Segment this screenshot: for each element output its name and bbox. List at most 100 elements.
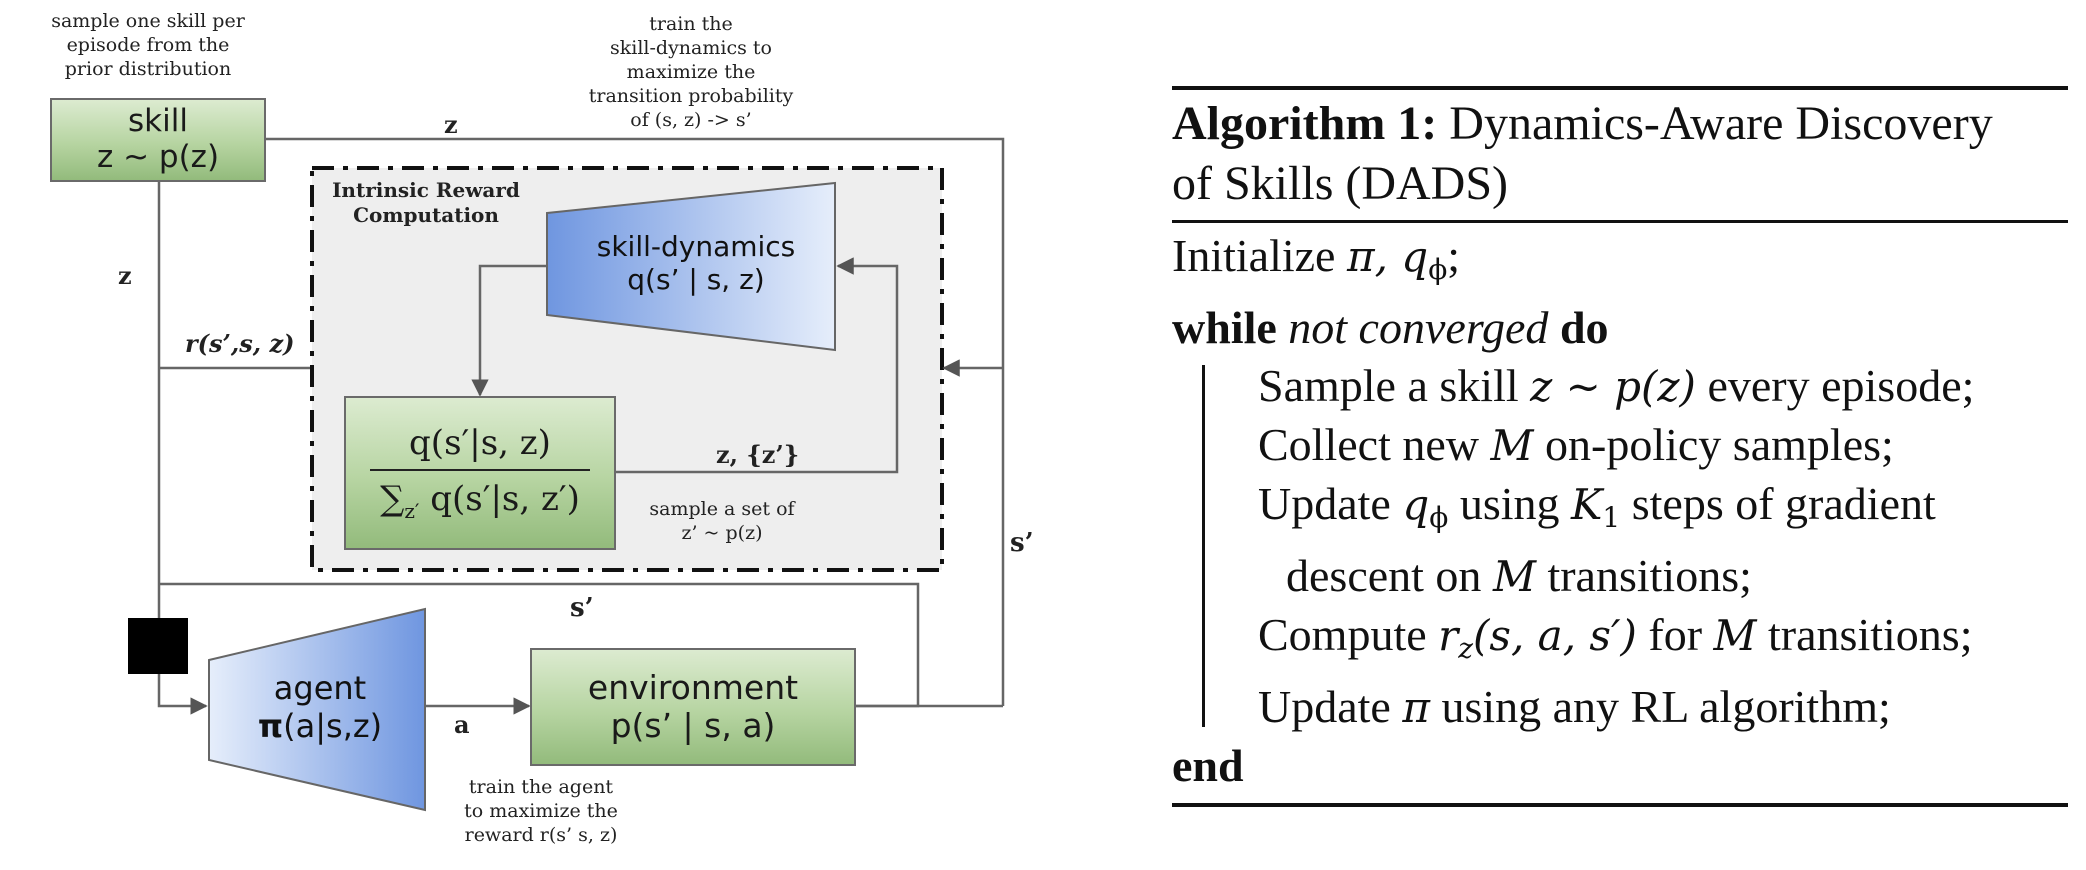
junction-block (128, 618, 188, 674)
step3-text: Update (1258, 478, 1403, 529)
intrinsic-title-html-line1: Intrinsic Reward (332, 178, 520, 202)
step3b-text: descent on (1286, 550, 1493, 601)
step2-text: Collect new (1258, 419, 1491, 470)
algo-line-end: end (1172, 737, 2068, 795)
step3-suffix: steps of gradient (1620, 478, 1936, 529)
algo-step-update-pi: Update π using any RL algorithm; (1258, 678, 2068, 737)
edge-label-s-prime-right: s’ (1010, 528, 1034, 558)
loop-indent-bar (1202, 365, 1205, 727)
algorithm-number: Algorithm 1: (1172, 97, 1438, 150)
annotation-sample-set-line1: sample a set of (649, 498, 795, 520)
skill-box-prior: z ~ p(z) (96, 139, 220, 175)
agent-label: agent π(a|s,z) (230, 669, 410, 746)
init-suffix: ; (1447, 230, 1461, 281)
step5-text: Update (1258, 681, 1403, 732)
edge-label-a: a (454, 710, 470, 739)
step1-math: z ∼ p(z) (1530, 362, 1696, 411)
edge-label-z-set: z, {z’} (716, 440, 799, 469)
algorithm-body: Initialize π, qϕ; while not converged do… (1172, 223, 2068, 795)
step4-suffix: transitions; (1756, 609, 1973, 660)
step2-math: M (1490, 421, 1534, 470)
step1-text: Sample a skill (1258, 360, 1531, 411)
environment-transition: p(s’ | s, a) (610, 706, 776, 745)
sum-subscript: z′ (404, 499, 420, 523)
annotation-train-agent: train the agent to maximize the reward r… (436, 776, 646, 847)
skill-dynamics-formula: q(s’ | s, z) (627, 263, 765, 297)
z-top-line (265, 137, 1005, 706)
algo-step-update-q-cont: descent on M transitions; (1258, 547, 2068, 606)
annotation-train-dynamics-line1: train the (649, 13, 733, 35)
annotation-train-dynamics-line3: maximize the (626, 61, 756, 83)
step4-text: Compute (1258, 609, 1439, 660)
skill-box-title: skill (128, 103, 188, 140)
annotation-train-agent-line1: train the agent (468, 776, 614, 798)
algorithm-bottom-rule (1172, 803, 2068, 807)
skill-dynamics-title: skill-dynamics (596, 230, 796, 263)
while-condition: not converged (1288, 302, 1549, 353)
step1-suffix: every episode; (1695, 360, 1975, 411)
s-prime-mid-line (159, 582, 920, 708)
while-keyword: while (1172, 302, 1277, 353)
policy-pi: π (257, 706, 284, 745)
step4-mid: for (1636, 609, 1714, 660)
step2-suffix: on-policy samples; (1533, 419, 1894, 470)
algorithm-box: Algorithm 1: Dynamics-Aware Discovery of… (1172, 86, 2068, 807)
algorithm-name-part2: of Skills (DADS) (1172, 157, 1509, 210)
reward-fraction-denominator: ∑z′ q(s′|s, z′) (370, 471, 590, 523)
annotation-train-dynamics-line4: transition probability (588, 85, 794, 107)
agent-policy: π(a|s,z) (230, 706, 410, 746)
environment-box: environment p(s’ | s, a) (530, 648, 856, 766)
annotation-train-dynamics-line2: skill-dynamics to (610, 37, 772, 59)
algorithm-top-rule (1172, 86, 2068, 90)
step4-sub: z (1458, 632, 1474, 665)
algorithm-mid-rule (1172, 220, 2068, 223)
reward-fraction-numerator: q(s′|s, z) (409, 423, 551, 463)
annotation-train-agent-line2: to maximize the (464, 799, 618, 822)
step3-sub2: 1 (1602, 501, 1621, 534)
step4-math2: M (1713, 611, 1757, 660)
algo-line-while: while not converged do (1172, 299, 2068, 357)
end-keyword: end (1172, 740, 1244, 791)
edge-label-reward: r(s’,s, z) (185, 329, 294, 358)
dynamics-to-fraction-arrow (471, 264, 546, 397)
reward-fraction: q(s′|s, z) ∑z′ q(s′|s, z′) (370, 423, 590, 523)
step5-math: π (1402, 683, 1430, 732)
init-text: Initialize (1172, 230, 1347, 281)
annotation-sample-skill-line3: prior distribution (64, 57, 232, 80)
step3-mid: using (1448, 478, 1572, 529)
algo-line-initialize: Initialize π, qϕ; (1172, 227, 2068, 299)
intrinsic-reward-title: Intrinsic Reward Computation (326, 178, 526, 228)
environment-title: environment (587, 668, 799, 708)
sum-term: q(s′|s, z′) (419, 479, 580, 519)
intrinsic-title-html-line2: Computation (353, 203, 499, 227)
z-set-arrow (616, 257, 899, 474)
algorithm-name-part1: Dynamics-Aware Discovery (1437, 97, 1993, 150)
policy-args: (a|s,z) (283, 706, 383, 745)
step3-math: q (1402, 480, 1430, 529)
step3-math2: K (1571, 480, 1603, 529)
edge-label-z-top: z (444, 110, 458, 139)
do-keyword: do (1559, 302, 1609, 353)
step5-suffix: using any RL algorithm; (1429, 681, 1891, 732)
algo-step-compute-reward: Compute rz(s, a, s′) for M transitions; (1258, 606, 2068, 678)
init-sub: ϕ (1428, 253, 1448, 286)
step3b-math: M (1492, 552, 1536, 601)
skill-dynamics-trapezoid (546, 181, 836, 352)
step4-args: (s, a, s′) (1473, 611, 1637, 660)
annotation-sample-set-line2: z’ ~ p(z) (681, 521, 763, 544)
annotation-train-dynamics-line5: of (s, z) -> s’ (630, 109, 752, 131)
algo-step-update-q: Update qϕ using K1 steps of gradient (1258, 475, 2068, 547)
z-left-line (157, 182, 208, 715)
skill-dynamics-label: skill-dynamics q(s’ | s, z) (568, 230, 824, 296)
step3b-suffix: transitions; (1535, 550, 1752, 601)
agent-title: agent (273, 669, 367, 707)
edge-label-s-prime-mid: s’ (570, 593, 594, 623)
edge-label-z-left: z (118, 261, 132, 290)
init-math: π, q (1346, 232, 1429, 281)
algorithm-title: Algorithm 1: Dynamics-Aware Discovery of… (1172, 90, 2068, 214)
algo-loop-body: Sample a skill z ∼ p(z) every episode; C… (1172, 357, 2068, 737)
skill-box: skill z ~ p(z) (50, 98, 266, 182)
annotation-train-dynamics: train the skill-dynamics to maximize the… (566, 12, 816, 132)
step3-sub: ϕ (1429, 501, 1449, 534)
annotation-train-agent-line3: reward r(s’ s, z) (464, 823, 618, 846)
